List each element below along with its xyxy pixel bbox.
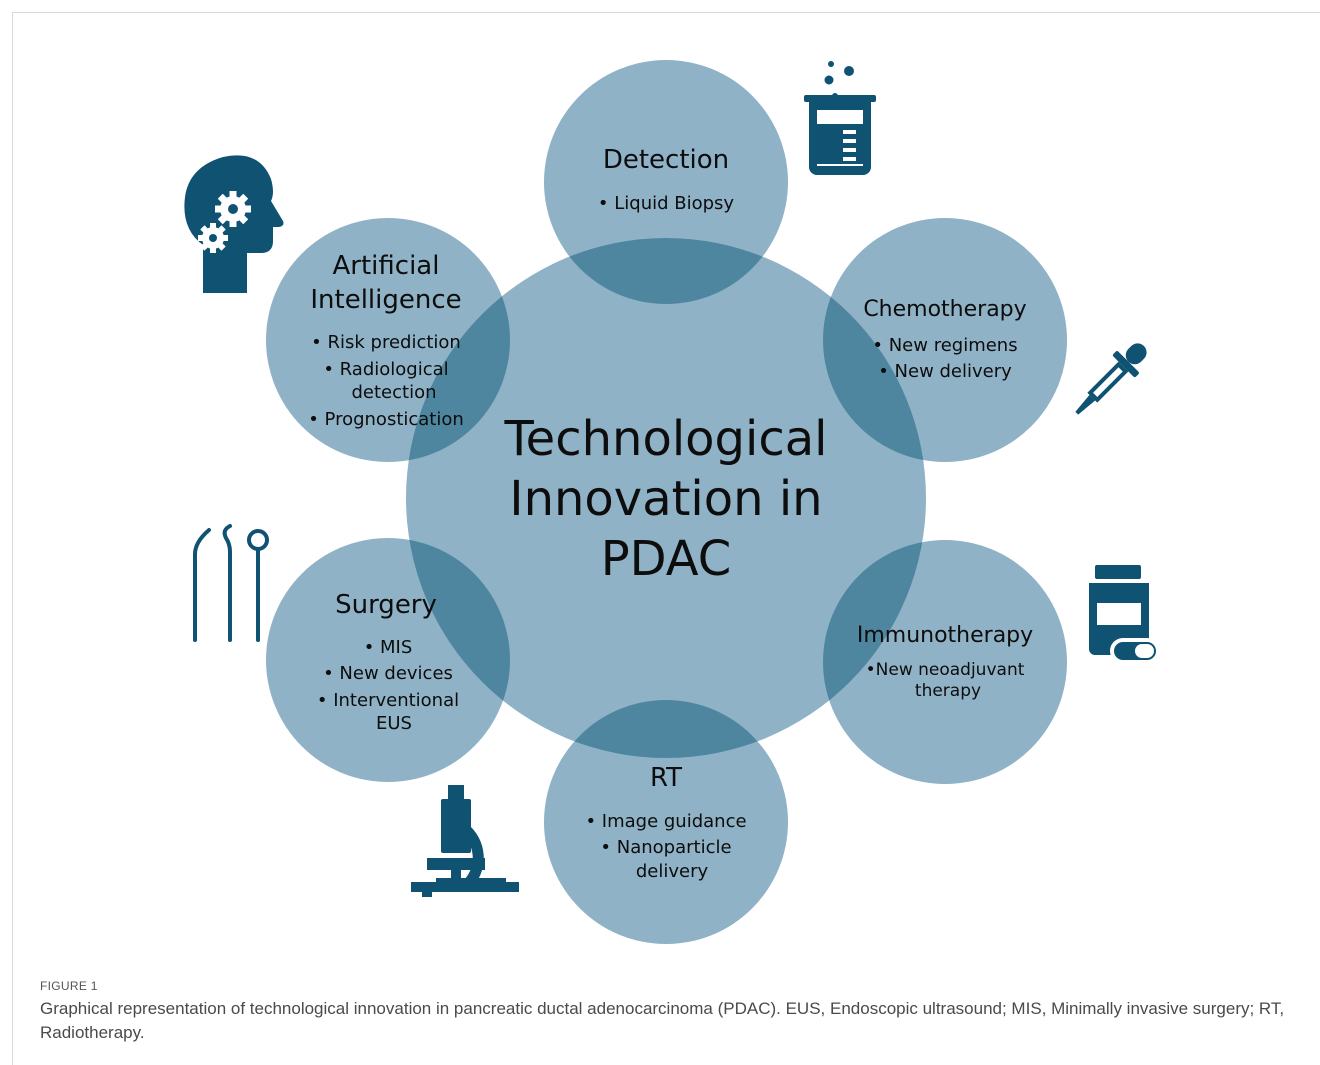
node-immunotherapy: Immunotherapy •New neoadjuvant therapy	[857, 623, 1033, 701]
dropper-icon	[1075, 343, 1147, 415]
node-bullet: • Prognostication	[308, 409, 464, 430]
center-line-2: Innovation in	[509, 471, 822, 527]
beaker-icon	[804, 61, 876, 175]
node-bullet: • New regimens	[872, 335, 1017, 356]
node-rt: RT • Image guidance • Nanoparticle deliv…	[585, 763, 746, 882]
figure-label: FIGURE 1	[40, 979, 98, 993]
node-title: Artificial	[333, 251, 440, 281]
node-title: Surgery	[335, 590, 437, 620]
node-bullet: EUS	[376, 713, 412, 734]
pill-bottle-icon	[1089, 565, 1160, 664]
node-bullet: • Interventional	[317, 690, 459, 711]
microscope-icon	[411, 785, 519, 897]
node-bullet: detection	[351, 382, 436, 403]
node-bullet: • Liquid Biopsy	[598, 193, 735, 214]
brain-gears-icon	[184, 155, 284, 293]
node-title: RT	[650, 763, 682, 793]
node-ai: Artificial Intelligence • Risk predictio…	[308, 251, 464, 430]
node-bullet: •New neoadjuvant	[866, 660, 1025, 680]
node-bullet: • Radiological	[323, 359, 448, 380]
center-line-3: PDAC	[601, 531, 732, 587]
dental-tools-icon	[193, 524, 269, 642]
node-bullet: • New delivery	[878, 361, 1012, 382]
node-title: Intelligence	[310, 285, 461, 315]
figure-caption: Graphical representation of technologica…	[40, 999, 1285, 1042]
center-circle	[406, 238, 926, 758]
figure-frame	[12, 12, 1320, 1065]
node-bullet: delivery	[636, 861, 709, 882]
node-bullet: • MIS	[364, 637, 413, 658]
node-bullet: • Nanoparticle	[600, 837, 731, 858]
center-line-1: Technological	[504, 411, 828, 467]
node-chemotherapy: Chemotherapy • New regimens • New delive…	[863, 297, 1026, 382]
node-detection: Detection • Liquid Biopsy	[598, 145, 735, 214]
node-bullet: • New devices	[323, 663, 453, 684]
node-surgery: Surgery • MIS • New devices • Interventi…	[317, 590, 459, 734]
node-bullet: therapy	[915, 681, 981, 701]
center-label: Technological Innovation in PDAC	[504, 411, 828, 587]
node-circle-rt	[544, 700, 788, 944]
node-title: Detection	[603, 145, 729, 175]
node-bullet: • Image guidance	[585, 811, 746, 832]
node-bullet: • Risk prediction	[311, 332, 461, 353]
node-circle-detection	[544, 60, 788, 304]
diagram: Technological Innovation in PDAC Detecti…	[184, 60, 1160, 944]
node-title: Immunotherapy	[857, 623, 1033, 648]
node-title: Chemotherapy	[863, 297, 1026, 322]
